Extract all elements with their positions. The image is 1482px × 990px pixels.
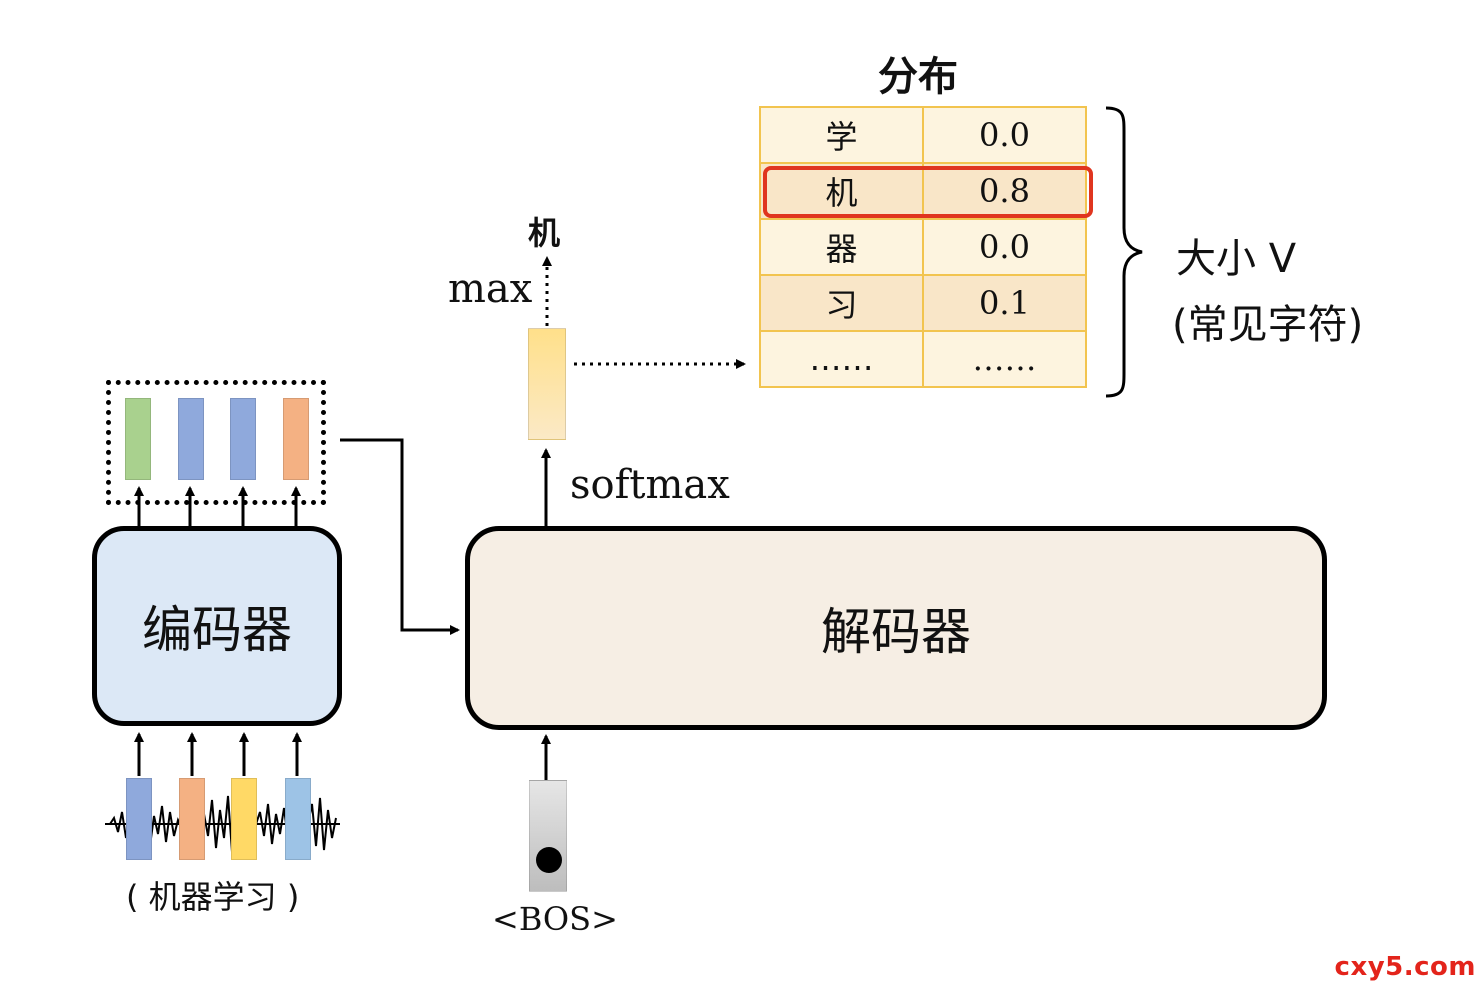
table-row: 习 0.1 (759, 274, 1087, 332)
encoder-input-arrows (134, 732, 302, 776)
token-cell: 机 (759, 162, 924, 220)
prob-cell: …… (922, 330, 1087, 388)
bos-dot (536, 847, 562, 873)
encoder-output-vector (125, 398, 151, 480)
prob-cell: 0.8 (922, 162, 1087, 220)
prob-cell: 0.1 (922, 274, 1087, 332)
decoder-block: 解码器 (465, 526, 1327, 730)
decoder-label: 解码器 (821, 603, 971, 661)
table-row: …… …… (759, 330, 1087, 388)
softmax-label: softmax (570, 462, 730, 508)
encoder-output-vector (178, 398, 204, 480)
prob-cell: 0.0 (922, 218, 1087, 276)
table-row: 机 0.8 (759, 162, 1087, 220)
table-row: 学 0.0 (759, 106, 1087, 164)
table-row: 器 0.0 (759, 218, 1087, 276)
encoder-output-vector (230, 398, 256, 480)
output-token: 机 (528, 214, 561, 252)
encoder-output-vector (283, 398, 309, 480)
input-caption: ( 机器学习 ) (126, 878, 300, 916)
vocab-size-label: 大小 V (1176, 236, 1297, 282)
bos-label: <BOS> (492, 900, 618, 938)
max-prob-highlight (763, 166, 1093, 218)
encoder-block: 编码器 (92, 526, 342, 726)
encoder-input-vector (231, 778, 257, 860)
distribution-title: 分布 (878, 54, 958, 100)
vocab-size-note: (常见字符) (1172, 302, 1364, 348)
token-cell: 器 (759, 218, 924, 276)
token-cell: 习 (759, 274, 924, 332)
encoder-output-group (106, 380, 326, 505)
bos-token-vector (529, 780, 567, 892)
max-label: max (448, 266, 533, 312)
encoder-output-arrows (134, 486, 301, 526)
decoder-output-vector (528, 328, 566, 440)
encoder-label: 编码器 (142, 601, 292, 659)
encoder-input-vector (285, 778, 311, 860)
curly-brace (1105, 106, 1143, 398)
distribution-table: 学 0.0 机 0.8 器 0.0 习 0.1 …… …… (759, 106, 1087, 388)
token-cell: …… (759, 330, 924, 388)
watermark: cxy5.com (1334, 952, 1476, 982)
encoder-to-decoder-arrow (340, 438, 460, 635)
encoder-input-vector (179, 778, 205, 860)
encoder-input-vector (126, 778, 152, 860)
prob-cell: 0.0 (922, 106, 1087, 164)
token-cell: 学 (759, 106, 924, 164)
